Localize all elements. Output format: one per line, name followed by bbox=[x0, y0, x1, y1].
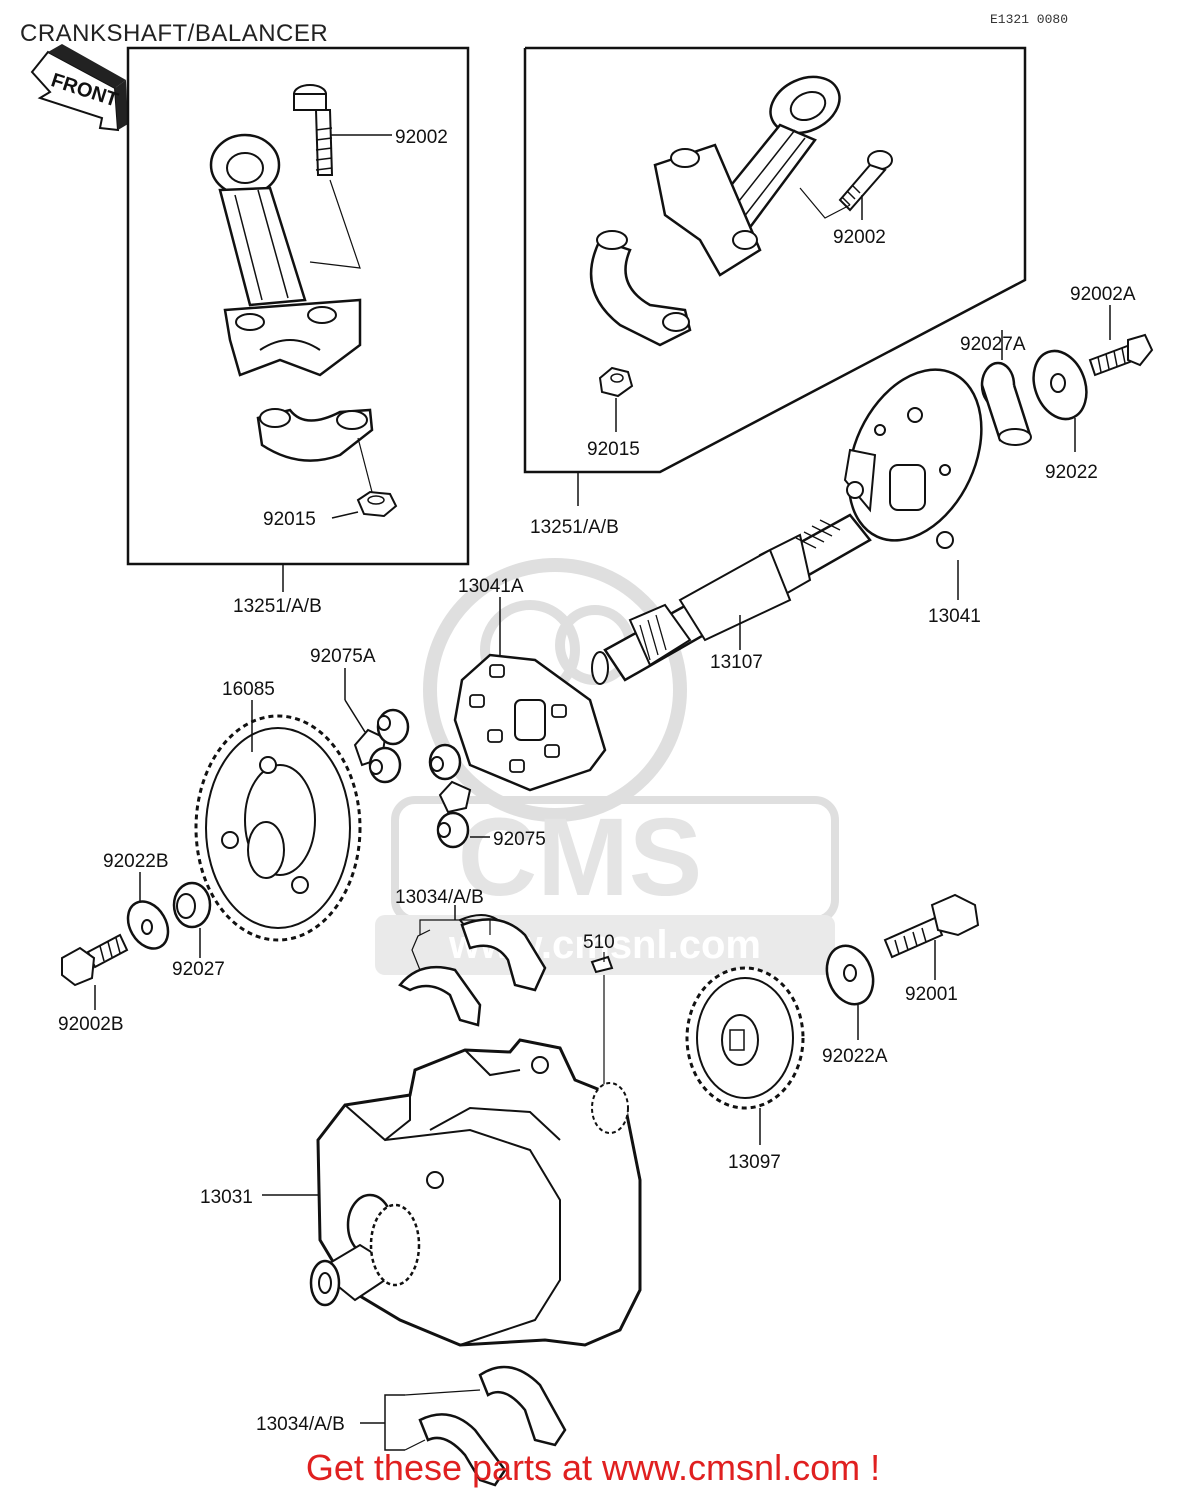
label-13251-right: 13251/A/B bbox=[530, 517, 619, 538]
balancer-gear-16085 bbox=[194, 714, 362, 942]
label-92002A: 92002A bbox=[1070, 284, 1136, 305]
label-13041A: 13041A bbox=[458, 576, 524, 597]
bolt-92001 bbox=[883, 893, 980, 959]
diagram-reference: E1321 0080 bbox=[990, 12, 1069, 27]
balancer-shaft-13107 bbox=[591, 513, 872, 685]
promo-link[interactable]: Get these parts at www.cmsnl.com ! bbox=[305, 1447, 881, 1488]
label-92075: 92075 bbox=[493, 829, 546, 850]
label-92027: 92027 bbox=[172, 959, 225, 980]
bolt-92002-right bbox=[838, 150, 893, 212]
washer-92022A bbox=[825, 944, 875, 1006]
conrod-cap-right bbox=[589, 230, 692, 347]
label-92022A: 92022A bbox=[822, 1046, 888, 1067]
washer-92022 bbox=[1032, 349, 1088, 421]
label-92075A: 92075A bbox=[310, 646, 376, 667]
label-13107: 13107 bbox=[710, 652, 763, 673]
label-510: 510 bbox=[583, 932, 615, 953]
label-92001: 92001 bbox=[905, 984, 958, 1005]
watermark-cms-text: CMS bbox=[458, 796, 702, 919]
spacer-92027 bbox=[172, 881, 212, 929]
label-92022B: 92022B bbox=[103, 851, 169, 872]
bolt-92002B bbox=[61, 933, 129, 987]
label-92002B: 92002B bbox=[58, 1014, 124, 1035]
crank-gear-13097 bbox=[685, 966, 805, 1110]
conrod-box-left bbox=[126, 46, 470, 566]
key-510 bbox=[590, 955, 614, 974]
bolt-92002A bbox=[1088, 333, 1154, 377]
label-92002-right: 92002 bbox=[833, 227, 886, 248]
balancer-weight-13041A bbox=[453, 653, 607, 792]
label-92002-left: 92002 bbox=[395, 127, 448, 148]
spacer-92027A bbox=[980, 361, 1032, 446]
damper-92075A bbox=[353, 708, 410, 784]
conrod-right bbox=[653, 75, 841, 277]
label-13251-left: 13251/A/B bbox=[233, 596, 322, 617]
label-13041: 13041 bbox=[928, 606, 981, 627]
label-16085: 16085 bbox=[222, 679, 275, 700]
label-13031: 13031 bbox=[200, 1187, 253, 1208]
crankshaft-13031 bbox=[309, 1038, 642, 1347]
bearing-13034-upper bbox=[398, 914, 547, 1027]
conrod-left bbox=[209, 133, 362, 377]
nut-92015-left bbox=[356, 490, 398, 518]
nut-92015-right bbox=[598, 366, 634, 398]
label-13034-upper: 13034/A/B bbox=[395, 887, 484, 908]
bearing-13034-lower bbox=[360, 1365, 567, 1487]
label-13097: 13097 bbox=[728, 1152, 781, 1173]
label-92015-right: 92015 bbox=[587, 439, 640, 460]
washer-92022B bbox=[126, 900, 170, 950]
label-13034-lower: 13034/A/B bbox=[256, 1414, 345, 1435]
damper-92075 bbox=[428, 743, 472, 849]
label-92027A: 92027A bbox=[960, 334, 1026, 355]
bolt-92002-left bbox=[293, 84, 334, 176]
conrod-cap-left bbox=[256, 408, 374, 462]
label-92022: 92022 bbox=[1045, 462, 1098, 483]
page-title: CRANKSHAFT/BALANCER bbox=[20, 20, 329, 47]
front-arrow-icon: FRONT bbox=[30, 44, 128, 132]
conrod-box-right bbox=[523, 46, 1027, 474]
label-92015-left: 92015 bbox=[263, 509, 316, 530]
part-labels: 92002 92015 13251/A/B 92002 92015 13251/… bbox=[58, 127, 1136, 1435]
balancer-weight-13041 bbox=[843, 368, 983, 549]
